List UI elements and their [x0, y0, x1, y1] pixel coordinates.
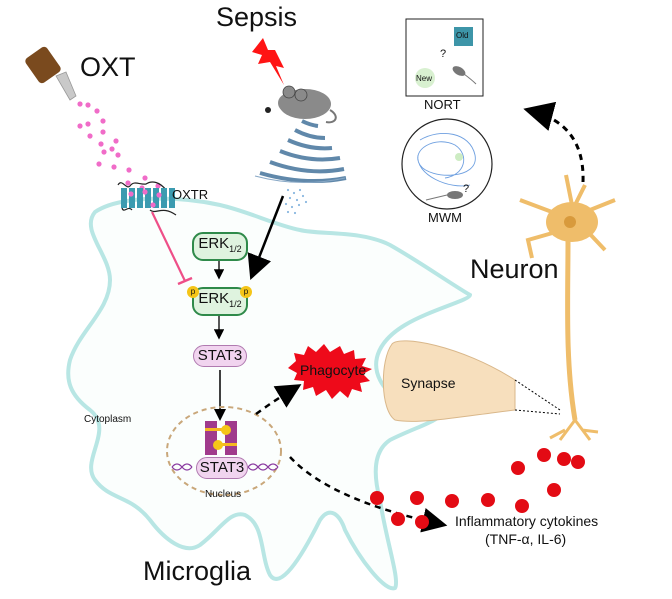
- phospho-badge-left: p: [187, 286, 199, 298]
- neuron-label: Neuron: [470, 254, 559, 284]
- nucleus-to-phagocyte-arrow: [255, 384, 302, 416]
- cytokines-sublabel: (TNF-α, IL-6): [485, 531, 567, 547]
- oxtr-label: OXTR: [172, 187, 209, 202]
- synapse-shape: [382, 340, 516, 422]
- microglia-label: Microglia: [143, 556, 252, 586]
- nort-label: NORT: [424, 97, 461, 112]
- lightning-icon: [252, 38, 284, 85]
- oxt-dropper-icon: [25, 46, 77, 101]
- erk-node: ERK1/2: [192, 232, 248, 261]
- oxtr-receptor-icon: [117, 181, 177, 216]
- nort-new-label: New: [416, 74, 433, 83]
- sepsis-arrow: [247, 195, 285, 280]
- cone-rim: [254, 175, 346, 183]
- mwm-question-mark: ?: [463, 183, 470, 195]
- phagocyte-shape: [288, 344, 372, 399]
- sepsis-cone-icon: [259, 119, 347, 184]
- inhibition-line: [151, 211, 193, 286]
- cytokine-particles: [370, 448, 585, 529]
- nort-question-mark: ?: [440, 48, 447, 60]
- bacteria-particles: [284, 188, 308, 215]
- nort-old-label: Old: [456, 31, 469, 40]
- phagocyte-label: Phagocyte: [300, 362, 367, 378]
- synapse-zoom-line-bottom: [514, 409, 561, 415]
- stat3-dimer-icon: [205, 421, 237, 455]
- microglia-cell: [66, 196, 473, 591]
- mwm-test-icon: [401, 118, 493, 210]
- cytokines-label: Inflammatory cytokines: [455, 513, 599, 529]
- neuron-to-behavior-arrow: [523, 101, 585, 183]
- dna-icon: [171, 463, 279, 471]
- stat3-node: STAT3: [193, 345, 247, 367]
- sepsis-label: Sepsis: [216, 2, 298, 32]
- phospho-erk-node: ERK1/2: [192, 287, 248, 316]
- synapse-zoom-line-top: [514, 379, 561, 411]
- nucleus: [166, 406, 282, 496]
- cytoplasm-label: Cytoplasm: [84, 414, 132, 425]
- nucleus-label: Nucleus: [205, 489, 242, 500]
- oxt-label: OXT: [80, 52, 136, 82]
- phospho-badge-right: p: [240, 286, 252, 298]
- mouse-icon: [265, 85, 337, 124]
- neuron-icon: [519, 174, 616, 441]
- mwm-label: MWM: [428, 210, 462, 225]
- nort-test-icon: [405, 18, 484, 97]
- nuclear-stat3-node: STAT3: [196, 457, 248, 479]
- synapse-label: Synapse: [401, 375, 456, 391]
- nucleus-to-cytokines-arrow: [289, 456, 448, 533]
- oxt-molecules: [77, 101, 161, 191]
